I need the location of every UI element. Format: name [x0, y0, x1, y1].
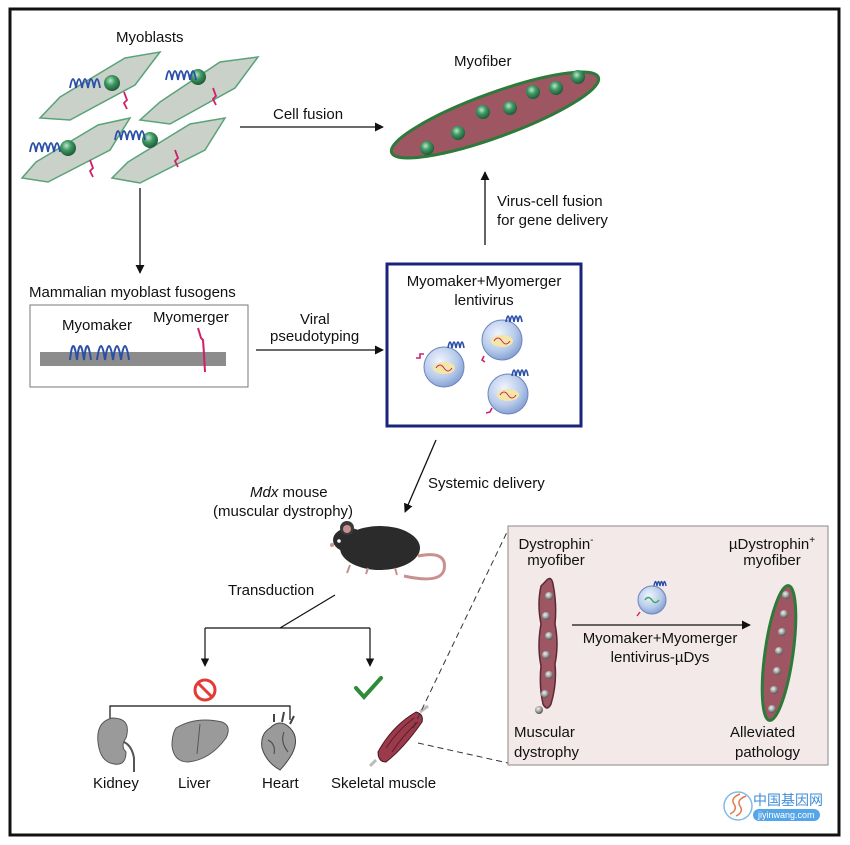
myoblasts-label: Myoblasts	[116, 29, 184, 46]
dna-icon	[723, 791, 753, 821]
lentivirus-box	[385, 262, 583, 428]
fusogens-title: Mammalian myoblast fusogens	[29, 284, 236, 301]
skeletal-muscle-icon	[368, 704, 429, 768]
myoblast-cell	[110, 116, 227, 184]
udystrophin-positive-myofiber-label: myofiber	[743, 552, 801, 569]
transduction-label: Transduction	[228, 582, 315, 599]
alleviated-label: Alleviated	[730, 724, 796, 741]
udystrophin-positive-label: µDystrophin+	[728, 535, 816, 553]
fusogens-box	[29, 304, 249, 388]
lentivirus-title: Myomaker+Myomerger	[406, 273, 562, 290]
liver-label: Liver	[178, 775, 211, 792]
lentivirus-particle	[416, 341, 465, 388]
kidney-icon	[97, 717, 135, 772]
zoom-line	[417, 742, 509, 764]
viral-label: Viral	[300, 311, 330, 328]
myomaker-label: Myomaker	[62, 317, 133, 334]
myomerger-label: Myomerger	[153, 309, 229, 326]
pathology-label: pathology	[735, 744, 801, 761]
watermark: 中国基因网 jiyinwang.com	[723, 790, 835, 830]
heart-label: Heart	[262, 775, 299, 792]
myofiber-label: Myofiber	[454, 53, 512, 70]
lentivirus-subtitle: lentivirus	[454, 292, 514, 309]
inset-vector-label: Myomaker+Myomerger	[582, 630, 738, 647]
figure-frame	[8, 7, 841, 837]
systemic-delivery-arrow	[404, 439, 437, 513]
transduction-branches	[109, 594, 375, 720]
muscular-dystrophy-label: (muscular dystrophy)	[213, 503, 354, 520]
watermark-url: jiyinwang.com	[753, 809, 820, 821]
myoblast-cell	[38, 50, 162, 121]
inset-panel	[507, 525, 829, 766]
mdx-mouse-label: Mdx mouse	[250, 484, 328, 501]
no-entry-icon	[193, 678, 217, 702]
dystrophin-negative-label: Dystrophin-	[518, 535, 594, 553]
udystrophin-positive-fiber	[760, 584, 798, 722]
myoblast-cell	[20, 116, 132, 183]
watermark-cn: 中国基因网	[753, 792, 823, 808]
dystrophin-negative-fiber	[535, 577, 558, 714]
liver-icon	[171, 719, 229, 763]
lentivirus-udys-particle	[636, 580, 667, 617]
myoblast-cells	[20, 50, 260, 184]
myofiber-illustration	[389, 70, 601, 160]
check-icon	[354, 676, 383, 701]
inset-vector-sublabel: lentivirus-µDys	[610, 649, 710, 666]
kidney-label: Kidney	[93, 775, 139, 792]
muscular-label: Muscular	[514, 724, 575, 741]
dystrophin-negative-myofiber-label: myofiber	[527, 552, 585, 569]
mouse-icon	[330, 521, 446, 581]
heart-icon	[261, 711, 296, 771]
zoom-line	[412, 529, 509, 729]
pseudotyping-label: pseudotyping	[270, 328, 360, 345]
skeletal-muscle-label: Skeletal muscle	[331, 775, 437, 792]
systemic-delivery-label: Systemic delivery	[428, 475, 545, 492]
lentivirus-particle	[480, 315, 523, 363]
myoblast-cell	[138, 56, 260, 125]
virus-cell-fusion-label: Virus-cell fusion	[497, 193, 603, 210]
cell-fusion-label: Cell fusion	[273, 106, 344, 123]
lentivirus-particle	[485, 369, 529, 415]
dystrophy-label: dystrophy	[514, 744, 580, 761]
gene-delivery-label: for gene delivery	[497, 212, 608, 229]
